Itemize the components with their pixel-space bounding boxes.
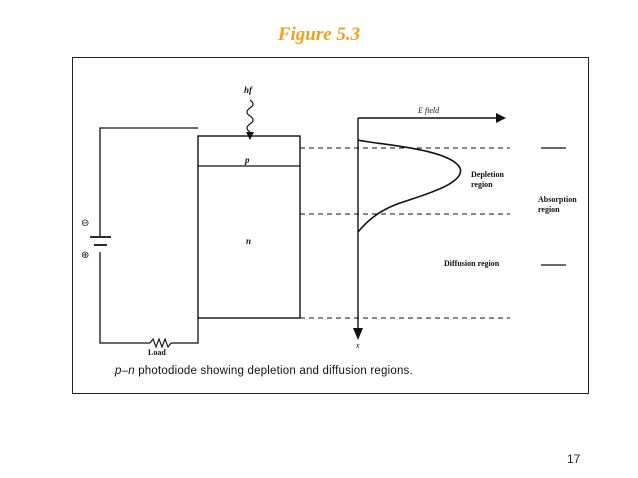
x-axis-label: x <box>356 341 360 350</box>
circuit-wire-top <box>99 127 198 236</box>
absorption-label-line2: region <box>538 205 560 214</box>
x-axis-arrowhead <box>353 328 363 340</box>
diffusion-label: Diffusion region <box>444 259 500 268</box>
photon-arrow <box>246 99 254 133</box>
depletion-label-line2: region <box>471 180 493 189</box>
n-region-label: n <box>246 236 252 246</box>
caption-pn-term: p–n <box>115 365 135 377</box>
field-profile-curve <box>357 139 462 233</box>
load-label: Load <box>148 348 166 357</box>
figure-frame <box>72 57 589 394</box>
page-number: 17 <box>567 452 581 466</box>
figure-caption: p–n photodiode showing depletion and dif… <box>115 365 413 377</box>
p-region-label: p <box>245 155 250 165</box>
circuit-wire-bottom <box>99 252 150 344</box>
photon-label: hf <box>244 85 253 95</box>
battery-plus-sign: ⊕ <box>81 250 90 261</box>
circuit-wire-load-right <box>171 318 199 344</box>
e-field-arrowhead <box>496 113 506 123</box>
e-field-label: E field <box>418 106 440 115</box>
depletion-label-line1: Depletion <box>471 170 504 179</box>
load-resistor <box>149 337 172 349</box>
battery-minus-sign: ⊖ <box>81 218 90 229</box>
photon-arrowhead <box>246 132 254 140</box>
absorption-label-line1: Absorption <box>538 195 577 204</box>
figure-title: Figure 5.3 <box>277 24 361 45</box>
caption-text: photodiode showing depletion and diffusi… <box>134 365 413 377</box>
